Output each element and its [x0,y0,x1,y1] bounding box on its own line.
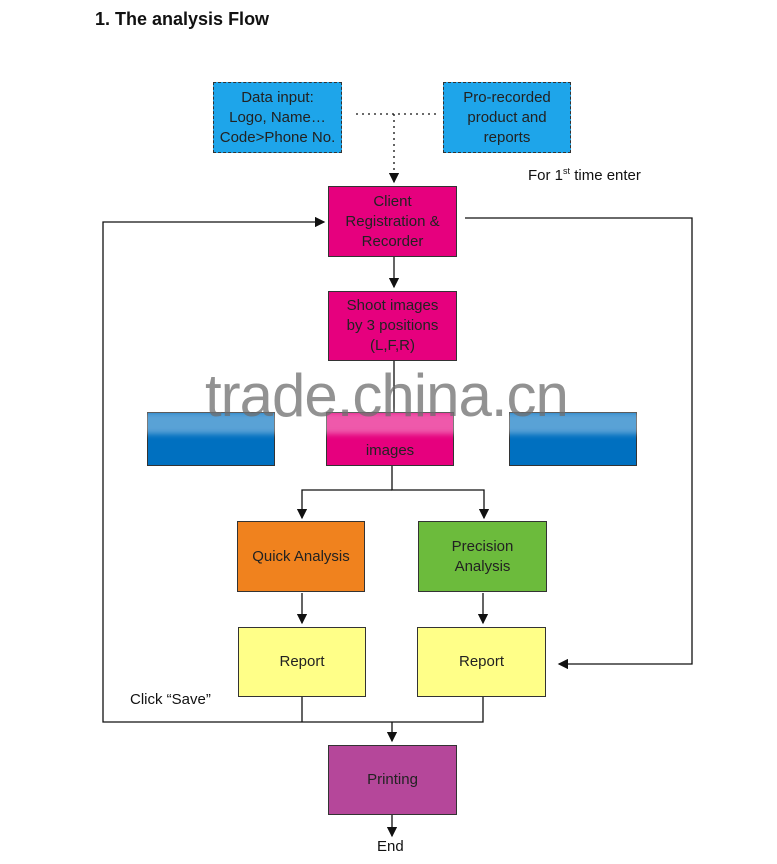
split-left [296,489,392,520]
click-save-label: Click “Save” [130,691,211,708]
client-registration-box: Client Registration & Recorder [328,186,457,257]
report-right-box: Report [417,627,546,697]
report-left-box: Report [238,627,366,697]
first-time-label: For 1st time enter [528,166,641,184]
data-input-box: Data input: Logo, Name… Code>Phone No. [213,82,342,153]
right-blue-box [509,412,637,466]
precision-analysis-box: Precision Analysis [418,521,547,592]
page-title: 1. The analysis Flow [95,9,270,29]
quick-analysis-box: Quick Analysis [237,521,365,592]
watermark-band [120,412,660,434]
dotted-connector [356,113,438,182]
watermark: trade.china.cn [205,362,569,429]
split-right [391,466,490,520]
images-box: images [326,412,454,466]
end-label: End [377,838,404,855]
left-blue-box [147,412,275,466]
printing-box: Printing [328,745,457,815]
left-loop [102,222,484,723]
shoot-images-box: Shoot images by 3 positions (L,F,R) [328,291,457,361]
right-loop [465,217,693,670]
pre-recorded-box: Pro-recorded product and reports [443,82,571,153]
